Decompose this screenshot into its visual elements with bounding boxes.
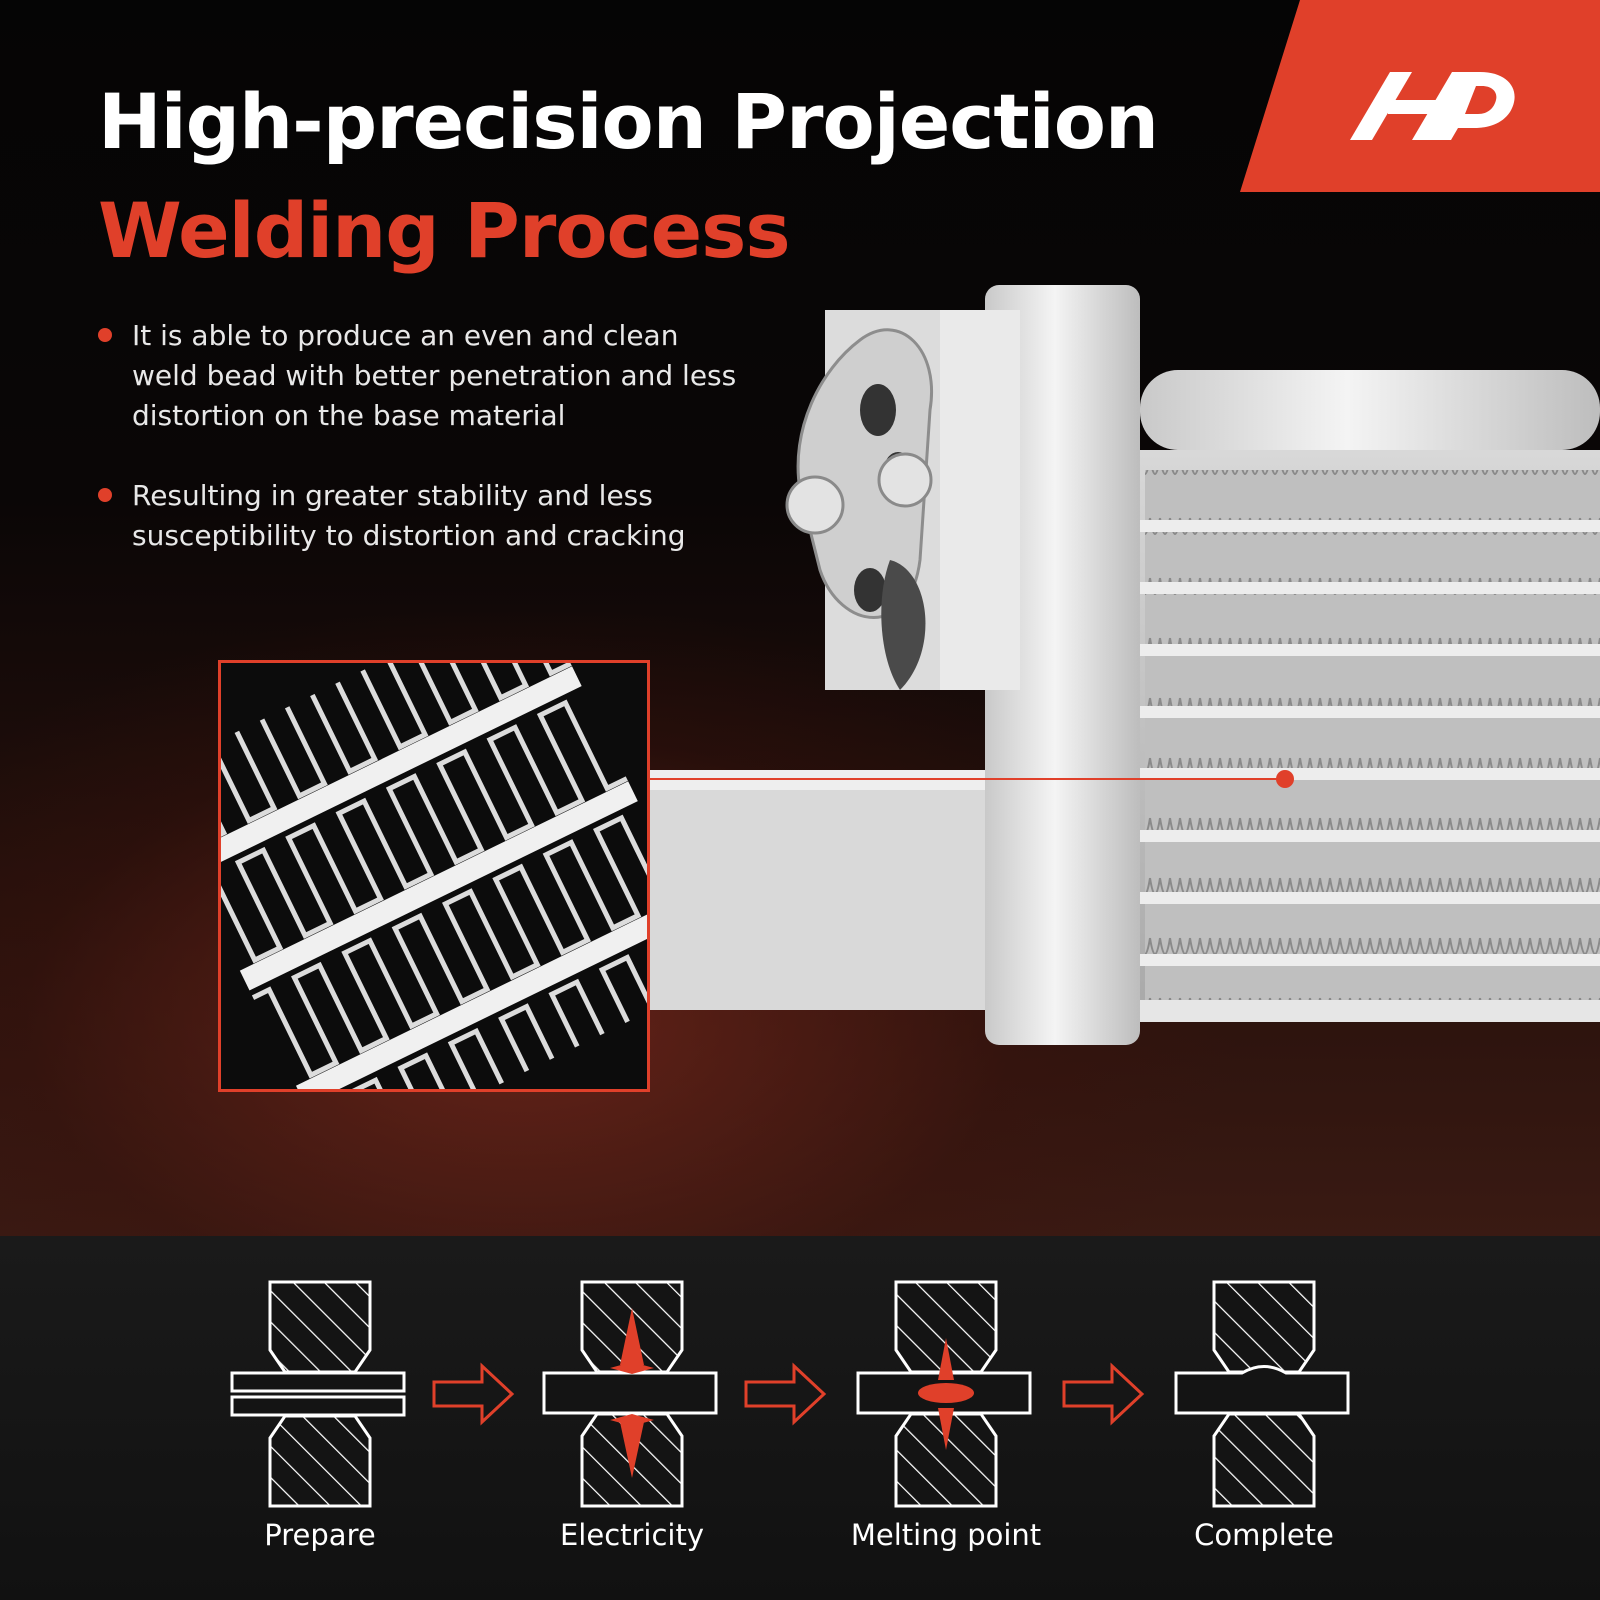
melting-weld-icon bbox=[856, 1280, 1032, 1508]
complete-weld-icon bbox=[1174, 1280, 1350, 1508]
title-line-2: Welding Process bbox=[98, 186, 791, 275]
condenser-image bbox=[640, 285, 1600, 1045]
prepare-weld-icon bbox=[230, 1280, 406, 1508]
feature-text: Resulting in greater stability and less … bbox=[132, 479, 686, 552]
step-label-complete: Complete bbox=[1194, 1518, 1334, 1552]
step-label-prepare: Prepare bbox=[264, 1518, 376, 1552]
arrow-right-icon bbox=[744, 1362, 827, 1426]
bullet-dot-icon bbox=[98, 488, 112, 502]
step-label-electricity: Electricity bbox=[559, 1518, 705, 1552]
fin-closeup-image bbox=[218, 660, 650, 1092]
fin-rows bbox=[1145, 470, 1600, 1006]
feature-item: It is able to produce an even and clean … bbox=[98, 316, 738, 436]
arrow-right-icon bbox=[432, 1362, 515, 1426]
electricity-weld-icon bbox=[542, 1280, 718, 1508]
feature-text: It is able to produce an even and clean … bbox=[132, 319, 737, 432]
feature-item: Resulting in greater stability and less … bbox=[98, 476, 738, 556]
process-diagram bbox=[230, 1280, 1350, 1508]
title-line-1: High-precision Projection bbox=[98, 77, 1159, 166]
welding-process-steps: Prepare Electricity Melting point Comple… bbox=[0, 1270, 1600, 1570]
bullet-dot-icon bbox=[98, 328, 112, 342]
arrow-right-icon bbox=[1062, 1362, 1145, 1426]
brand-logo bbox=[1240, 0, 1600, 192]
step-label-melting-point: Melting point bbox=[850, 1518, 1042, 1552]
feature-list: It is able to produce an even and clean … bbox=[98, 316, 738, 556]
